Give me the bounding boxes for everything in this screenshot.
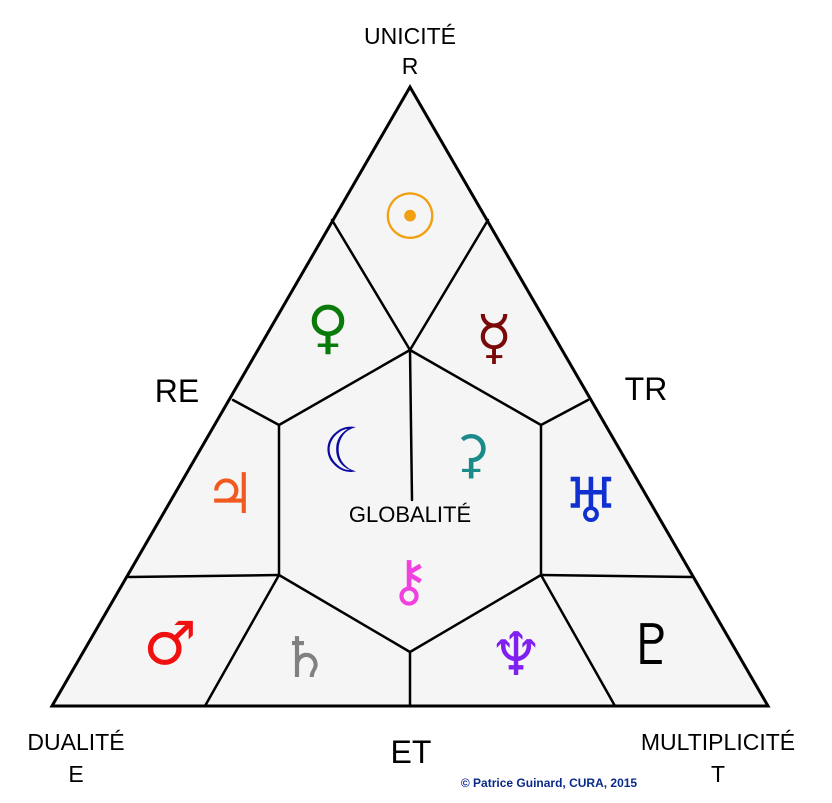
corner-top-name: UNICITÉ xyxy=(364,23,456,49)
neptune-icon: ♆ xyxy=(489,620,543,690)
mercury-icon: ☿ xyxy=(476,303,513,373)
proserpina-icon: ⚳ xyxy=(452,425,490,485)
sun-icon: ☉ xyxy=(381,181,438,255)
cell-divisions xyxy=(127,218,694,708)
corner-bottom-left-name: DUALITÉ xyxy=(27,729,124,755)
planet-glyphs: ☉ ♀ ☿ ☾ ⚳ ♃ ♅ ⚷ ♂ ♄ ♆ ♇ xyxy=(143,181,677,691)
corner-bottom-left-letter: E xyxy=(68,761,83,787)
venus-icon: ♀ xyxy=(307,293,349,361)
side-bottom-label: ET xyxy=(391,734,432,770)
corner-top-letter: R xyxy=(402,53,419,79)
center-label: GLOBALITÉ xyxy=(349,502,471,527)
side-left-label: RE xyxy=(155,373,199,409)
corner-bottom-right-name: MULTIPLICITÉ xyxy=(641,729,795,755)
corner-bottom-right-letter: T xyxy=(711,761,725,787)
copyright-text: © Patrice Guinard, CURA, 2015 xyxy=(461,776,638,790)
mars-icon: ♂ xyxy=(143,609,197,679)
saturn-icon: ♄ xyxy=(280,626,330,691)
pluto-icon: ♇ xyxy=(627,613,677,678)
jupiter-icon: ♃ xyxy=(205,462,255,527)
uranus-icon: ♅ xyxy=(563,464,619,537)
side-right-label: TR xyxy=(625,371,668,407)
moon-icon: ☾ xyxy=(322,414,378,487)
chiron-icon: ⚷ xyxy=(388,549,429,614)
